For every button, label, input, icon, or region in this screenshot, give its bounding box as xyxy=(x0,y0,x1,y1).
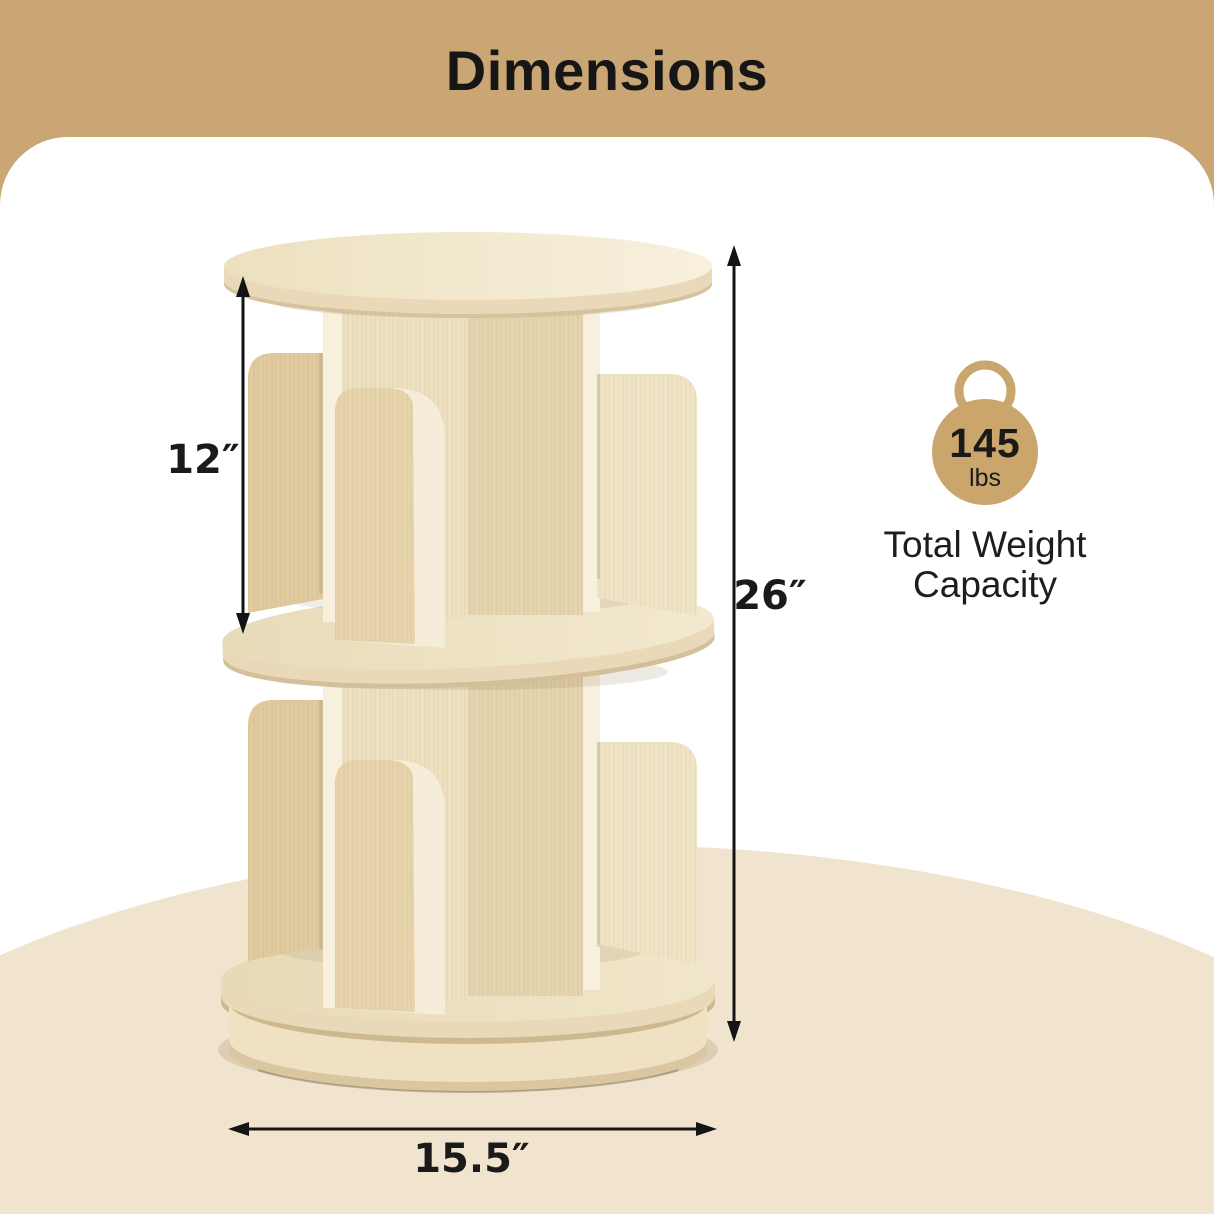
base-width-label: 15.5″ xyxy=(413,1136,530,1182)
page-title: Dimensions xyxy=(445,39,769,102)
tier-height-label: 12″ xyxy=(166,437,240,483)
capacity-label-line1: Total Weight xyxy=(883,524,1087,565)
capacity-label-line2: Capacity xyxy=(913,563,1057,605)
capacity-label: Total Weight Capacity xyxy=(823,525,1147,604)
total-height-label: 26″ xyxy=(733,573,807,619)
floor-ellipse xyxy=(0,845,1214,1214)
capacity-unit: lbs xyxy=(969,464,1001,492)
capacity-value: 145 xyxy=(949,420,1021,466)
content-card xyxy=(0,137,1214,1214)
